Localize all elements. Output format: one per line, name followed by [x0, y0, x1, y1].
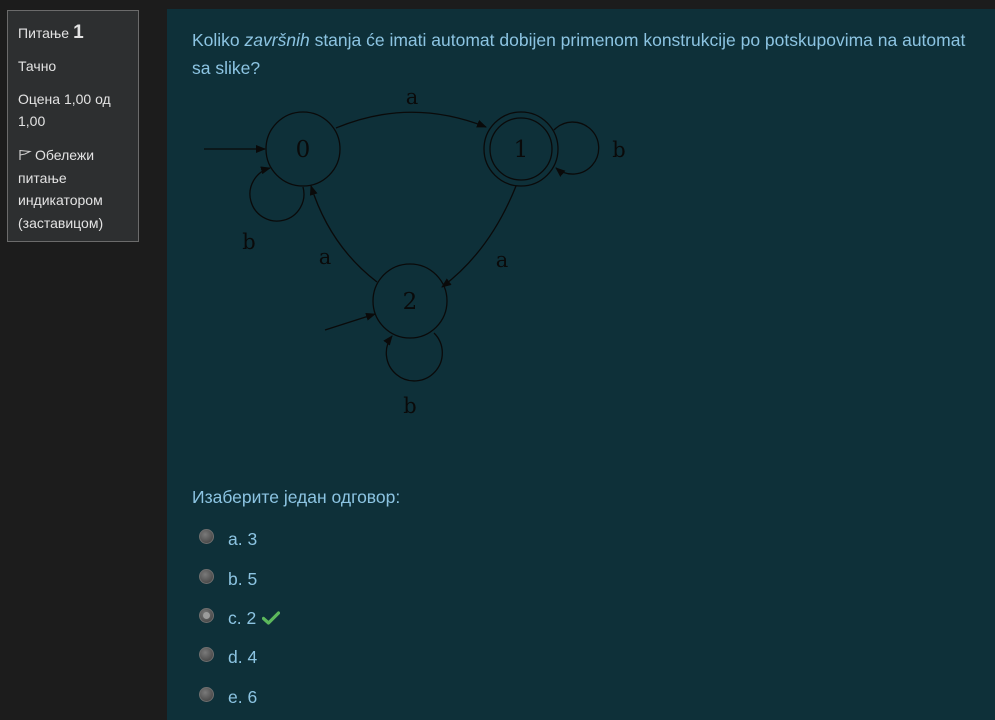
- answer-option-d[interactable]: d. 4: [199, 638, 280, 677]
- question-number: Питање 1: [18, 22, 128, 44]
- answer-option-e[interactable]: e. 6: [199, 678, 280, 717]
- state-2: [372, 263, 448, 339]
- initial-arrow-2: [324, 312, 376, 331]
- edge-label-0-1: a: [406, 89, 419, 109]
- edge-label-1-2: a: [496, 248, 509, 272]
- flag-question-link[interactable]: Обележи питање индикатором (заставицом): [18, 144, 128, 234]
- check-icon: [262, 611, 281, 626]
- loop-0: [249, 166, 305, 222]
- edge-label-1-1: b: [612, 138, 625, 162]
- answer-option-a[interactable]: a. 3: [199, 520, 280, 559]
- edge-label-2-0: a: [319, 245, 332, 269]
- answer-label-b: b. 5: [228, 568, 258, 589]
- question-state: Тачно: [18, 58, 57, 74]
- question-number-value: 1: [73, 22, 84, 43]
- flag-label: Обележи питање индикатором (заставицом): [18, 147, 104, 231]
- question-emphasis: završnih: [244, 30, 310, 50]
- state-1-inner: [489, 117, 553, 181]
- answer-label-a: a. 3: [228, 529, 258, 550]
- question-text: Koliko završnih stanja će imati automat …: [192, 30, 966, 78]
- flag-icon: [19, 150, 32, 160]
- answer-radio-b[interactable]: [199, 568, 214, 584]
- question-grade: Оцена 1,00 од 1,00: [18, 91, 111, 129]
- loop-2: [383, 332, 443, 382]
- question-info-panel: Питање 1 Тачно Оцена 1,00 од 1,00 Обележ…: [7, 10, 139, 242]
- loop-1: [553, 121, 600, 177]
- state-1-outer: [483, 111, 559, 187]
- answer-radio-a[interactable]: [199, 529, 214, 545]
- question-label: Питање: [18, 25, 70, 41]
- edge-2-0: [309, 185, 378, 283]
- state-label-2: 2: [403, 289, 418, 315]
- edge-0-1: [335, 111, 487, 129]
- answer-label-c: c. 2: [228, 607, 257, 628]
- edge-1-2: [441, 185, 517, 288]
- answer-option-c[interactable]: c. 2: [199, 599, 281, 638]
- answer-list: a. 3 b. 5 c. 2 d. 4 e. 6: [199, 520, 281, 717]
- state-label-1: 1: [514, 137, 529, 163]
- state-0: [265, 111, 341, 187]
- answer-option-b[interactable]: b. 5: [199, 559, 280, 598]
- answer-prompt: Изаберите један одговор:: [192, 487, 401, 507]
- state-label-0: 0: [296, 137, 311, 163]
- answer-radio-d[interactable]: [199, 647, 214, 663]
- answer-label-e: e. 6: [228, 686, 258, 707]
- automaton-diagram: 0 1 2 a b a a b b: [204, 89, 626, 418]
- answer-radio-e[interactable]: [199, 686, 214, 702]
- edge-label-2-2: b: [403, 394, 416, 418]
- answer-label-d: d. 4: [228, 647, 258, 668]
- answer-radio-c[interactable]: [199, 607, 214, 623]
- edge-label-0-0: b: [242, 230, 255, 254]
- question-content: Koliko završnih stanja će imati automat …: [167, 9, 995, 720]
